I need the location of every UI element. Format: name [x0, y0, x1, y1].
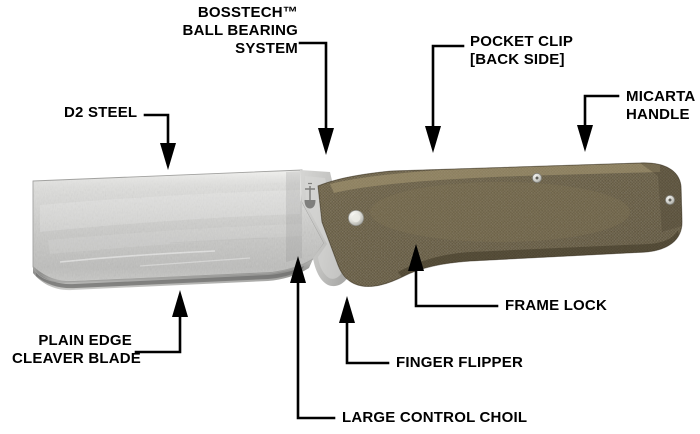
handle-screw-top: [532, 173, 542, 183]
callout-label-frame-lock: FRAME LOCK: [505, 297, 607, 314]
callout-label-d2-steel: D2 STEEL: [64, 104, 138, 121]
callout-label-plain-edge-cleaver-blade: PLAIN EDGE CLEAVER BLADE: [12, 332, 141, 367]
knife-blade: [32, 169, 325, 291]
handle-screw-rear: [665, 195, 675, 205]
callout-label-bosstech-ball-bearing-system: BOSSTECH™ BALL BEARING SYSTEM: [182, 4, 298, 57]
pivot-screw: [347, 209, 364, 226]
callout-label-finger-flipper: FINGER FLIPPER: [396, 354, 523, 371]
callout-label-large-control-choil: LARGE CONTROL CHOIL: [342, 409, 528, 426]
callout-label-micarta-handle: MICARTA HANDLE: [626, 88, 696, 123]
gerber-sword-logo: [304, 182, 316, 209]
micarta-handle-scale: [317, 162, 683, 287]
callout-label-pocket-clip: POCKET CLIP [BACK SIDE]: [470, 33, 574, 68]
